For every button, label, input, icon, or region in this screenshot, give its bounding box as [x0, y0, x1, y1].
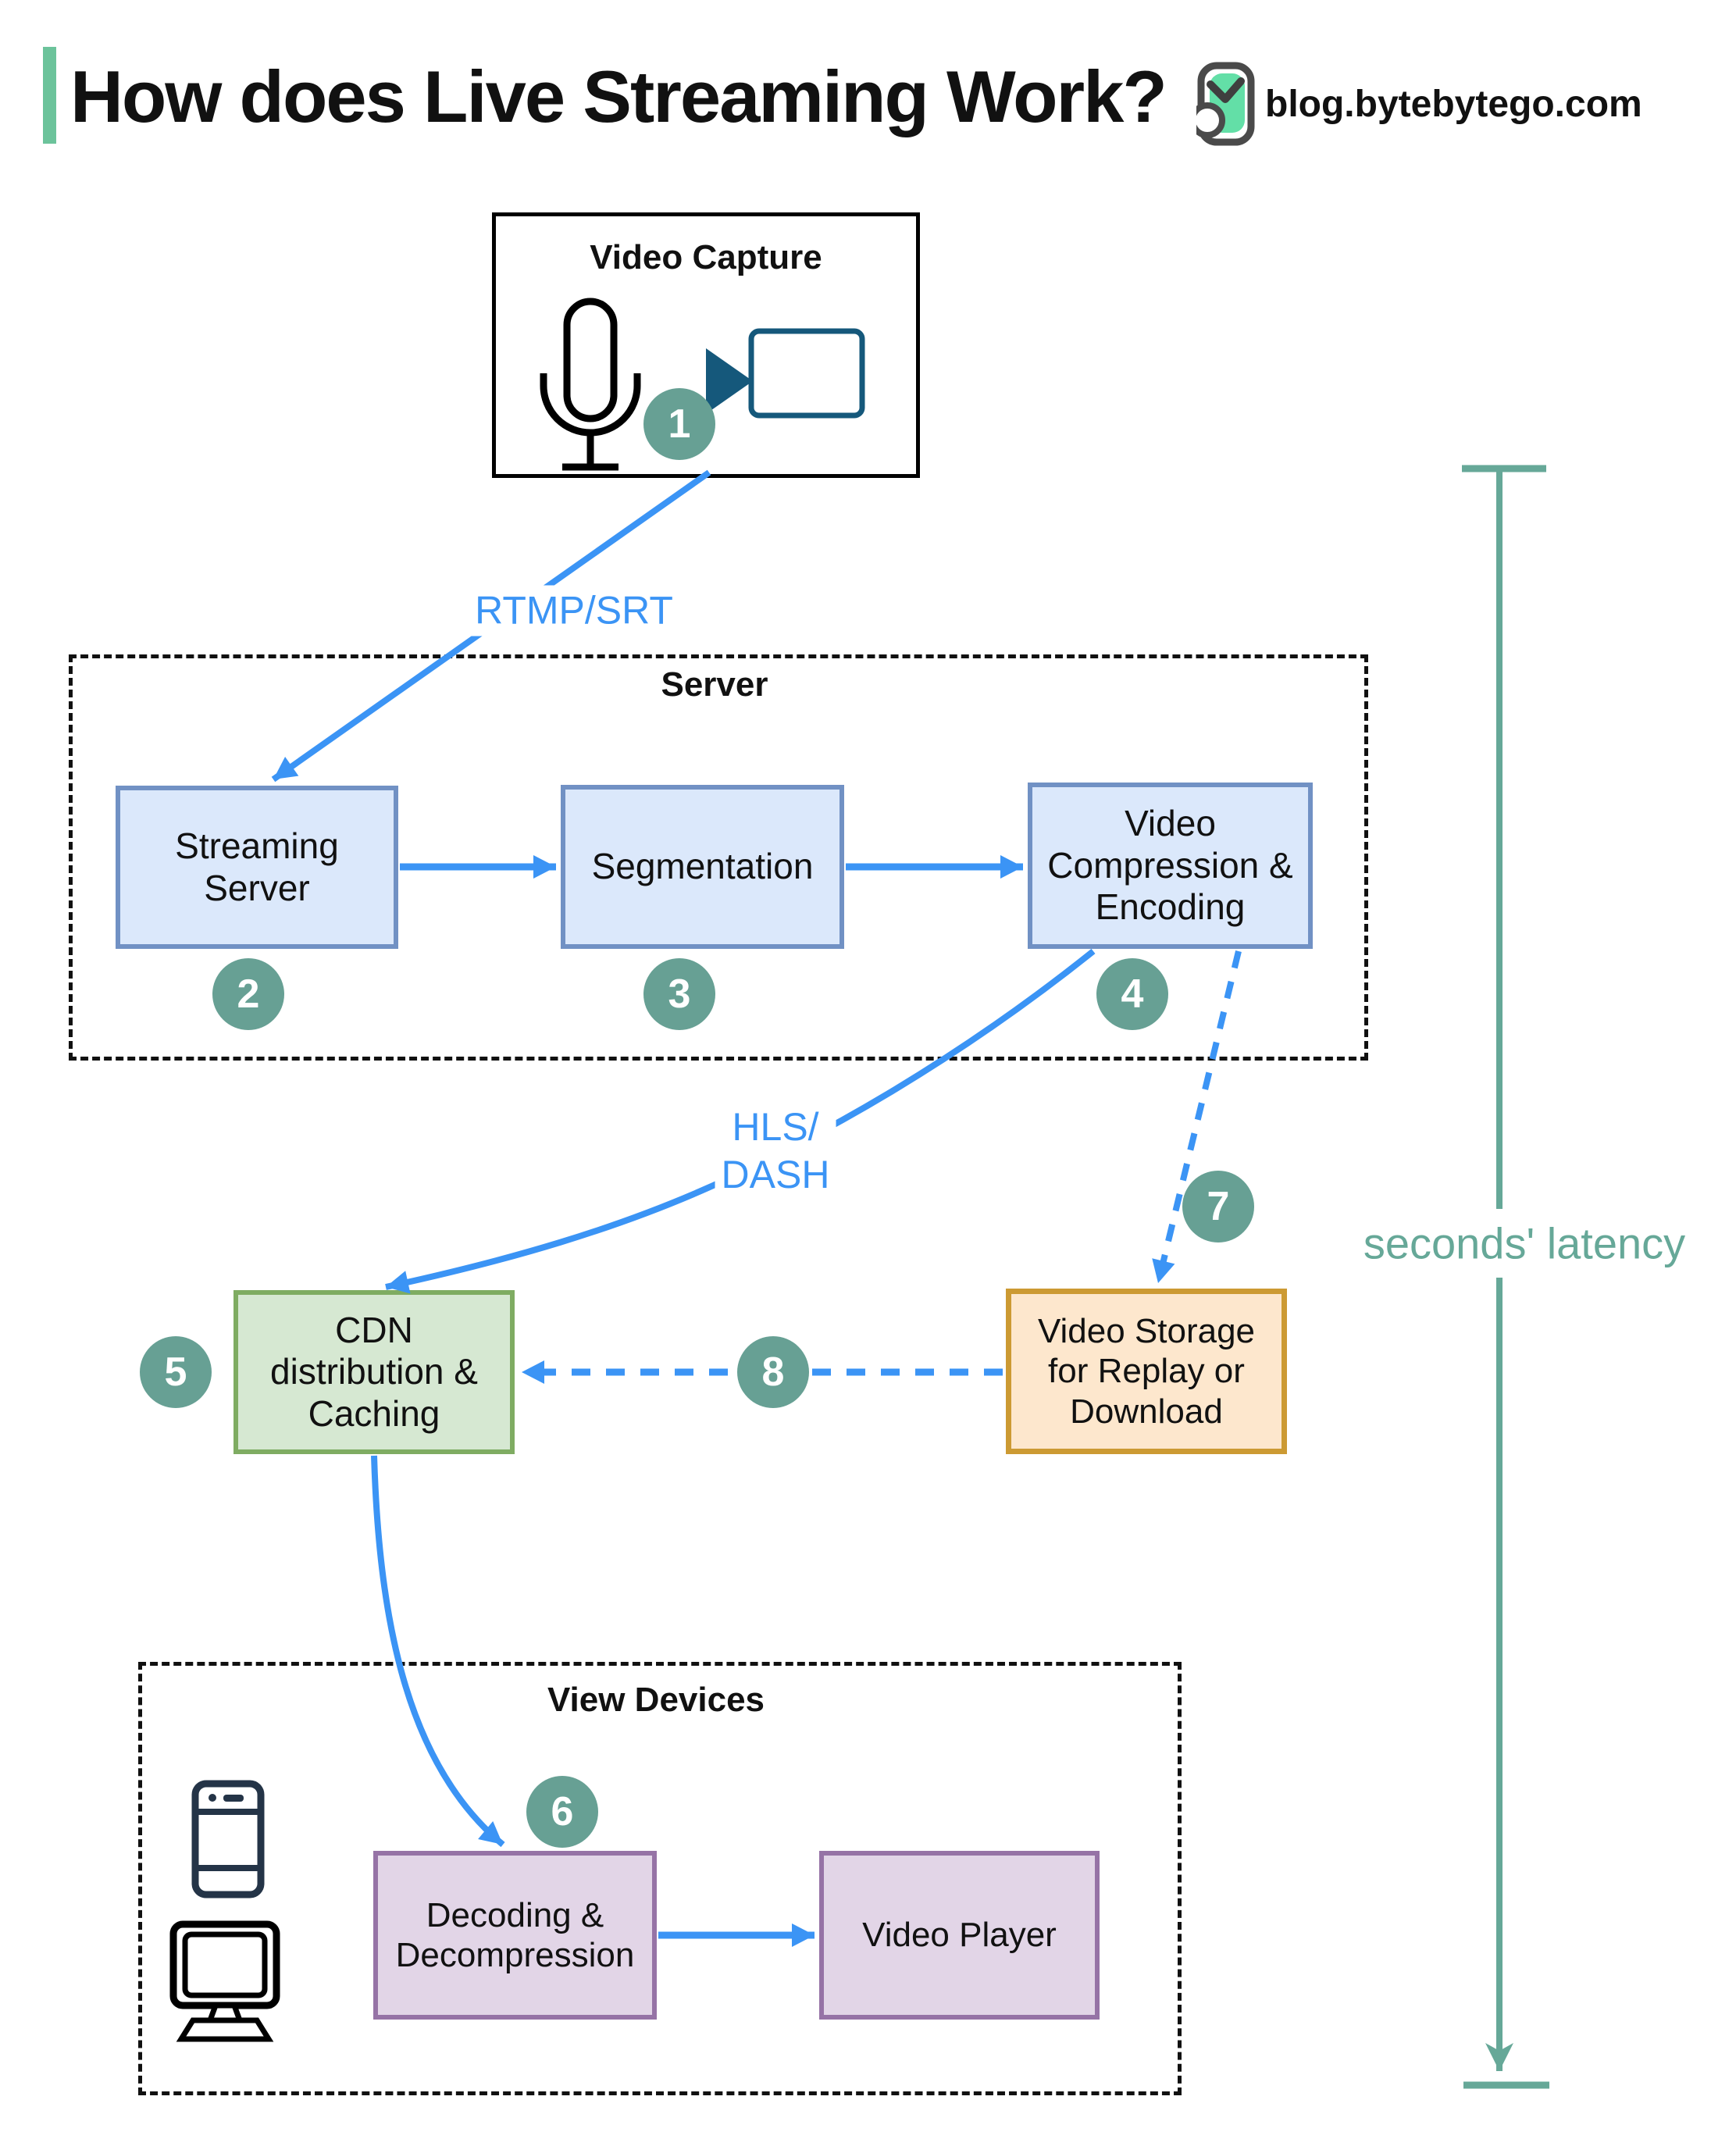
rtmp-label: RTMP/SRT: [469, 585, 679, 636]
site-url[interactable]: blog.bytebytego.com: [1265, 84, 1642, 125]
step-badge-8: 8: [737, 1336, 809, 1408]
step-badge-4: 4: [1096, 958, 1168, 1030]
step-badge-3: 3: [643, 958, 715, 1030]
video-compression-label: Video Compression & Encoding: [1047, 803, 1293, 928]
node-segmentation: Segmentation: [561, 785, 844, 949]
hls-label-line1: HLS/: [732, 1105, 819, 1149]
decoding-label: Decoding & Decompression: [395, 1895, 635, 1974]
hls-dash-label: HLS/ DASH: [715, 1102, 836, 1200]
video-player-label: Video Player: [862, 1916, 1057, 1955]
node-video-compression: Video Compression & Encoding: [1028, 783, 1313, 949]
node-video-player: Video Player: [819, 1851, 1100, 2020]
streaming-server-label: Streaming Server: [175, 825, 339, 908]
step-badge-5: 5: [140, 1336, 212, 1408]
hls-label-line2: DASH: [721, 1153, 830, 1196]
node-decoding: Decoding & Decompression: [373, 1851, 657, 2020]
page-title: How does Live Streaming Work?: [70, 55, 1167, 137]
bytebytego-logo: [1196, 62, 1255, 146]
title-accent-bar: [43, 47, 56, 144]
video-capture-label: Video Capture: [590, 238, 822, 276]
video-storage-label: Video Storage for Replay or Download: [1037, 1312, 1256, 1431]
node-streaming-server: Streaming Server: [116, 786, 398, 949]
brand: blog.bytebytego.com: [1196, 61, 1681, 147]
cdn-label: CDN distribution & Caching: [270, 1309, 478, 1434]
segmentation-label: Segmentation: [591, 846, 814, 887]
node-cdn: CDN distribution & Caching: [233, 1290, 515, 1454]
step-badge-1: 1: [643, 388, 715, 460]
step-badge-6: 6: [526, 1776, 598, 1848]
latency-label: seconds' latency: [1355, 1216, 1694, 1271]
group-view-devices: [138, 1662, 1182, 2095]
step-badge-7: 7: [1182, 1171, 1254, 1242]
view-devices-group-label: View Devices: [547, 1681, 765, 1719]
step-badge-2: 2: [212, 958, 284, 1030]
node-video-storage: Video Storage for Replay or Download: [1006, 1289, 1287, 1454]
server-group-label: Server: [661, 665, 768, 704]
